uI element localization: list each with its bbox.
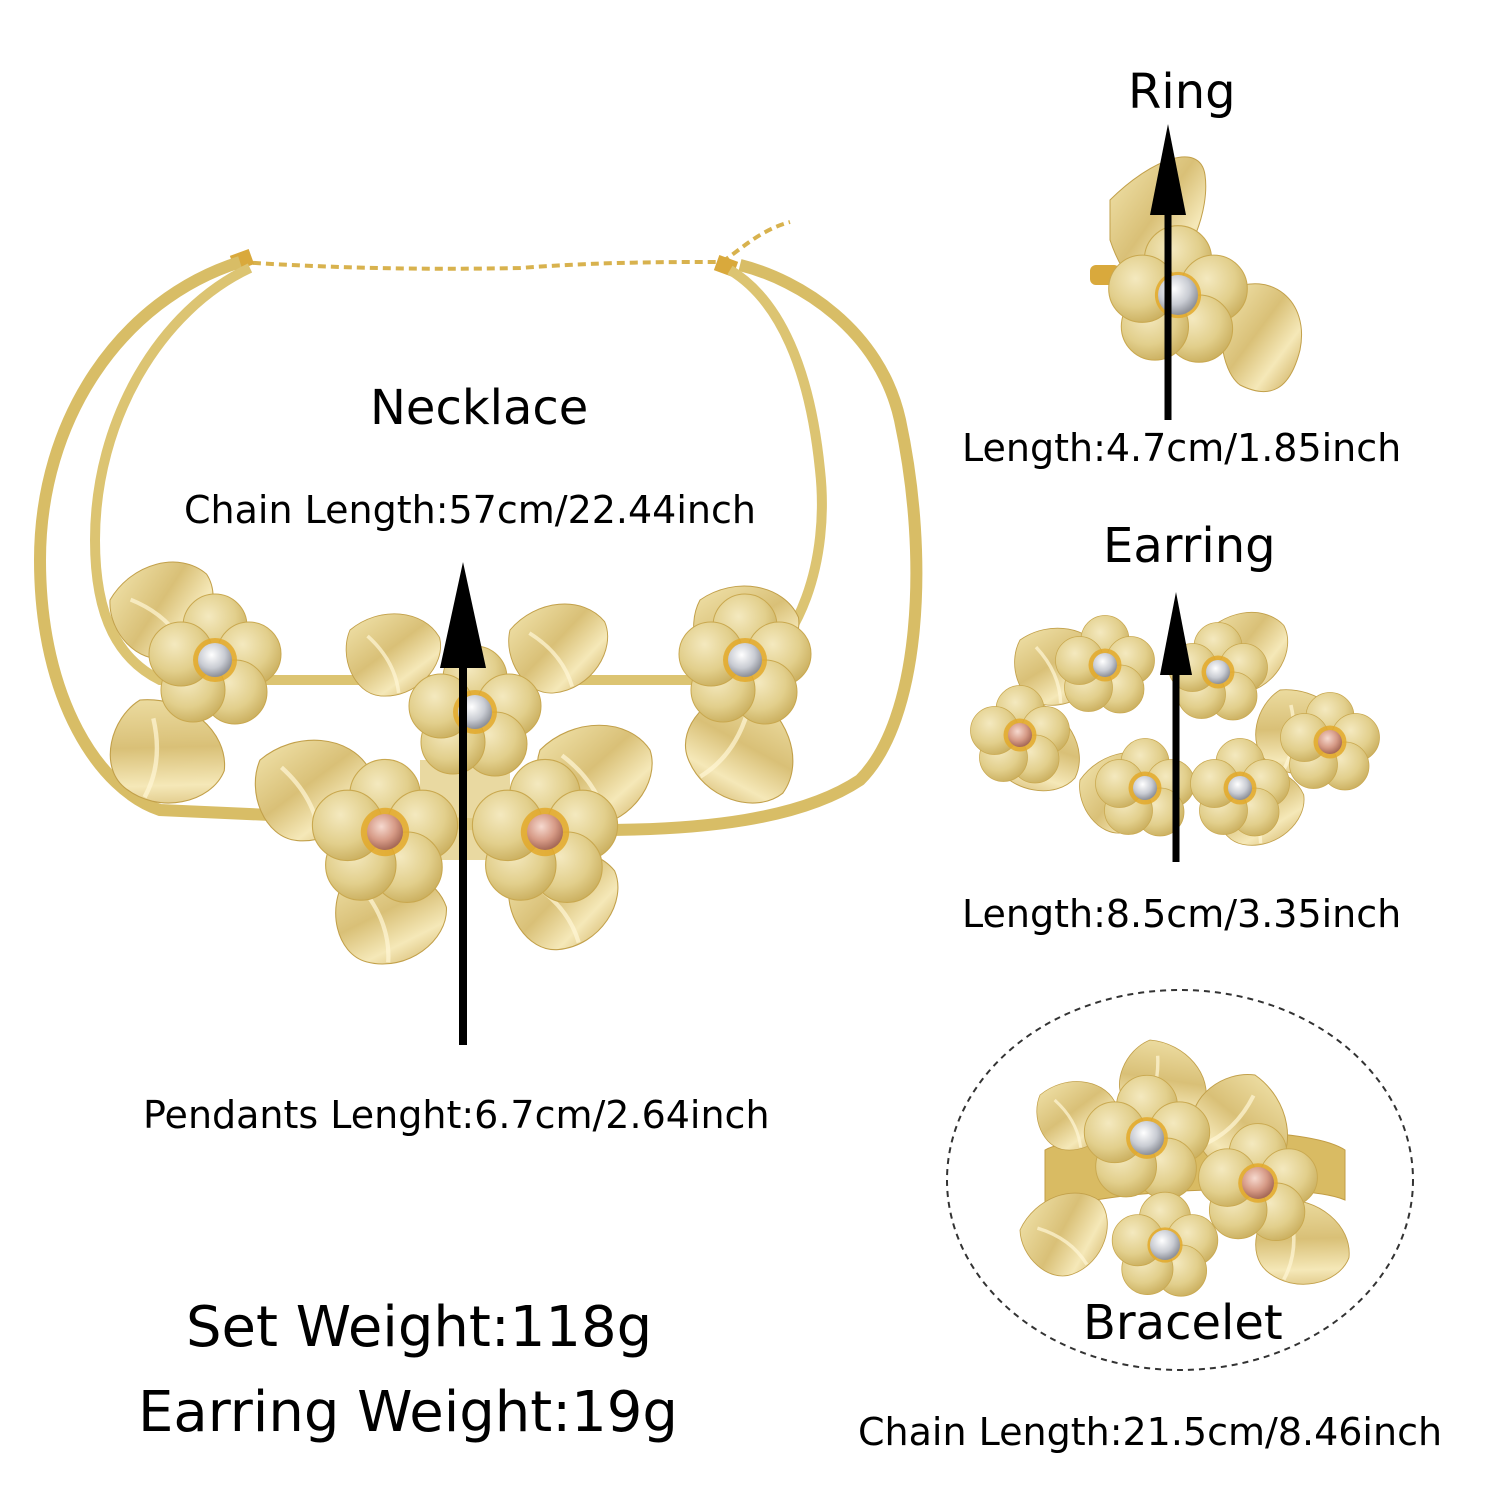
earring-weight: Earring Weight:19g [138, 1380, 678, 1445]
ring-measure-arrow [1150, 124, 1186, 420]
earring-image [970, 604, 1380, 856]
earring-title: Earring [1103, 518, 1276, 574]
necklace-chain-length: Chain Length:57cm/22.44inch [184, 488, 756, 532]
necklace-title: Necklace [370, 380, 589, 436]
earring-length: Length:8.5cm/3.35inch [962, 892, 1402, 936]
bracelet-title: Bracelet [1083, 1295, 1283, 1351]
bracelet-image [946, 989, 1414, 1371]
necklace-image [33, 220, 923, 979]
set-weight: Set Weight:118g [186, 1295, 653, 1360]
ring-title: Ring [1128, 64, 1236, 120]
ring-length: Length:4.7cm/1.85inch [962, 426, 1402, 470]
earring-measure-arrow [1160, 592, 1192, 862]
necklace-measure-arrow [440, 562, 486, 1045]
ring-image [1090, 156, 1302, 393]
bracelet-chain-length: Chain Length:21.5cm/8.46inch [858, 1410, 1443, 1454]
bracelet-dashed-circle [946, 989, 1414, 1371]
necklace-pendant-length: Pendants Lenght:6.7cm/2.64inch [143, 1093, 770, 1137]
